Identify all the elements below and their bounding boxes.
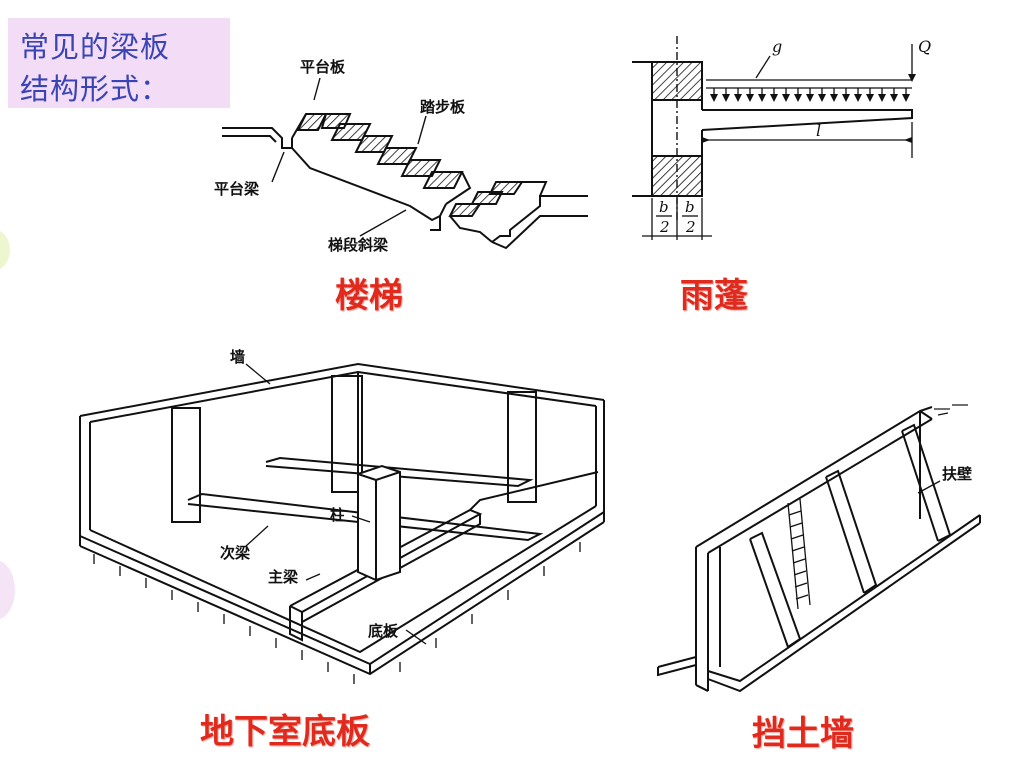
soil-pressure-arrows xyxy=(93,542,581,684)
label-wall: 墙 xyxy=(230,348,245,366)
caption-basement: 地下室底板 xyxy=(200,712,370,752)
title-line-1: 常见的梁板 xyxy=(20,30,171,64)
label-buttress: 扶壁 xyxy=(942,465,972,483)
caption-stairs: 楼梯 xyxy=(335,276,403,316)
basement-diagram: 墙 柱 次梁 主梁 底板 xyxy=(79,348,605,684)
stairs-diagram: 平台板 踏步板 平台梁 梯段斜梁 xyxy=(214,58,588,254)
label-l: l xyxy=(816,121,821,140)
background-decoration-top xyxy=(0,230,10,270)
upper-flight-steps xyxy=(296,113,464,189)
label-stringer-beam: 梯段斜梁 xyxy=(328,236,389,254)
label-column: 柱 xyxy=(330,506,345,524)
drainage-ladder xyxy=(787,498,811,610)
label-b-right: b xyxy=(685,198,695,216)
distributed-load-arrows xyxy=(710,94,910,102)
label-b-left: b xyxy=(659,198,669,216)
title-line-2: 结构形式： xyxy=(20,72,171,106)
caption-canopy: 雨蓬 xyxy=(680,276,748,316)
label-base-slab: 底板 xyxy=(368,622,399,640)
title-box: 常见的梁板 结构形式： xyxy=(8,18,230,108)
caption-retaining-wall: 挡土墙 xyxy=(752,714,854,754)
label-secondary-beam: 次梁 xyxy=(220,544,251,562)
point-load-arrow xyxy=(908,74,916,82)
label-main-beam: 主梁 xyxy=(268,568,299,586)
retaining-wall-diagram: 扶壁 xyxy=(657,404,981,693)
label-tread-slab: 踏步板 xyxy=(420,98,466,116)
canopy-diagram: g Q l b 2 b 2 xyxy=(632,36,931,240)
background-decoration-bottom xyxy=(0,560,15,620)
label-2-left: 2 xyxy=(659,218,670,236)
label-g: g xyxy=(772,37,782,56)
label-Q: Q xyxy=(918,37,931,56)
label-2-right: 2 xyxy=(685,218,696,236)
label-platform-slab: 平台板 xyxy=(300,58,346,76)
label-platform-beam: 平台梁 xyxy=(214,180,260,198)
